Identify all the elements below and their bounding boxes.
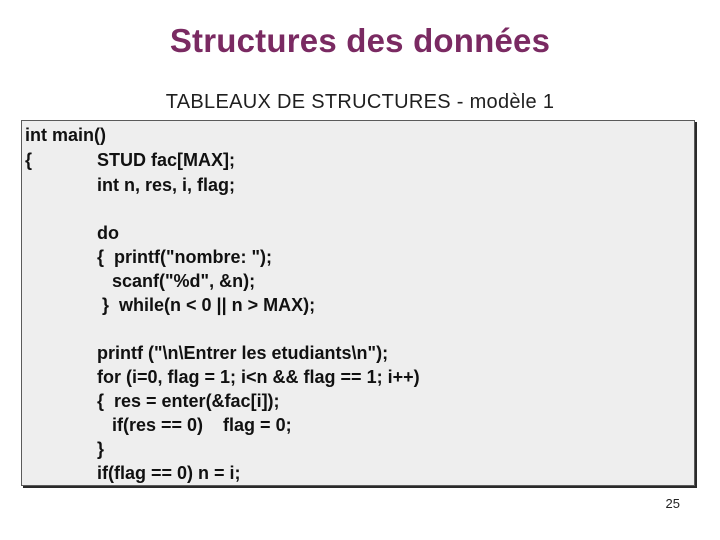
code-line-printf-entrer: printf ("\n\Entrer les etudiants\n"); xyxy=(97,343,389,363)
code-line-printf-nombre: { printf("nombre: "); xyxy=(97,247,273,267)
code-line-for: for (i=0, flag = 1; i<n && flag == 1; i+… xyxy=(97,367,420,387)
slide-subtitle: TABLEAUX DE STRUCTURES - modèle 1 xyxy=(165,91,555,113)
code-line-res-enter: { res = enter(&fac[i]); xyxy=(97,391,280,411)
code-line-declaration-fac: STUD fac[MAX]; xyxy=(97,150,235,170)
code-line-declaration-vars: int n, res, i, flag; xyxy=(97,175,236,195)
code-line-do: do xyxy=(97,223,119,243)
code-line-open-brace: { xyxy=(25,150,33,170)
code-line-if-flag: if(flag == 0) n = i; xyxy=(97,463,241,483)
slide-title: Structures des données xyxy=(169,22,551,59)
code-line-close-brace: } xyxy=(97,439,105,459)
code-line-scanf: scanf("%d", &n); xyxy=(97,271,256,291)
page-number: 25 xyxy=(665,496,680,511)
code-block: int main() { STUD fac[MAX]; int n, res, … xyxy=(21,120,695,486)
code-line-if-res: if(res == 0) flag = 0; xyxy=(97,415,292,435)
code-line-main: int main() xyxy=(25,125,106,145)
code-line-while: } while(n < 0 || n > MAX); xyxy=(97,295,316,315)
